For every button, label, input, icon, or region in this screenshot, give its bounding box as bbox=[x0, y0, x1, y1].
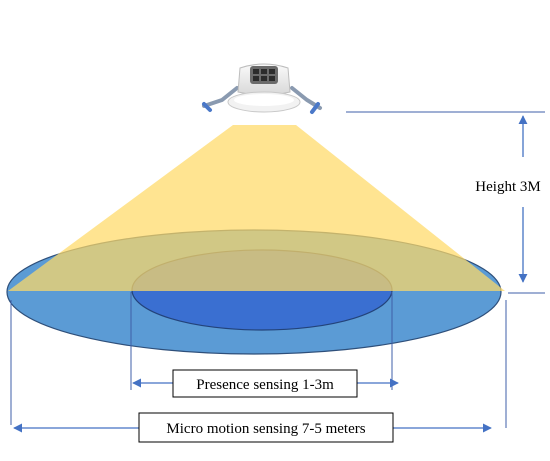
detection-cone bbox=[8, 125, 505, 291]
presence-label-box bbox=[172, 369, 358, 398]
micro-motion-label: Micro motion sensing 7-5 meters bbox=[166, 421, 365, 437]
micro-label-box bbox=[138, 412, 394, 443]
height-label: Height 3M bbox=[475, 179, 540, 195]
presence-label: Presence sensing 1-3m bbox=[196, 377, 334, 393]
ceiling-motion-sensor-icon bbox=[202, 63, 322, 114]
